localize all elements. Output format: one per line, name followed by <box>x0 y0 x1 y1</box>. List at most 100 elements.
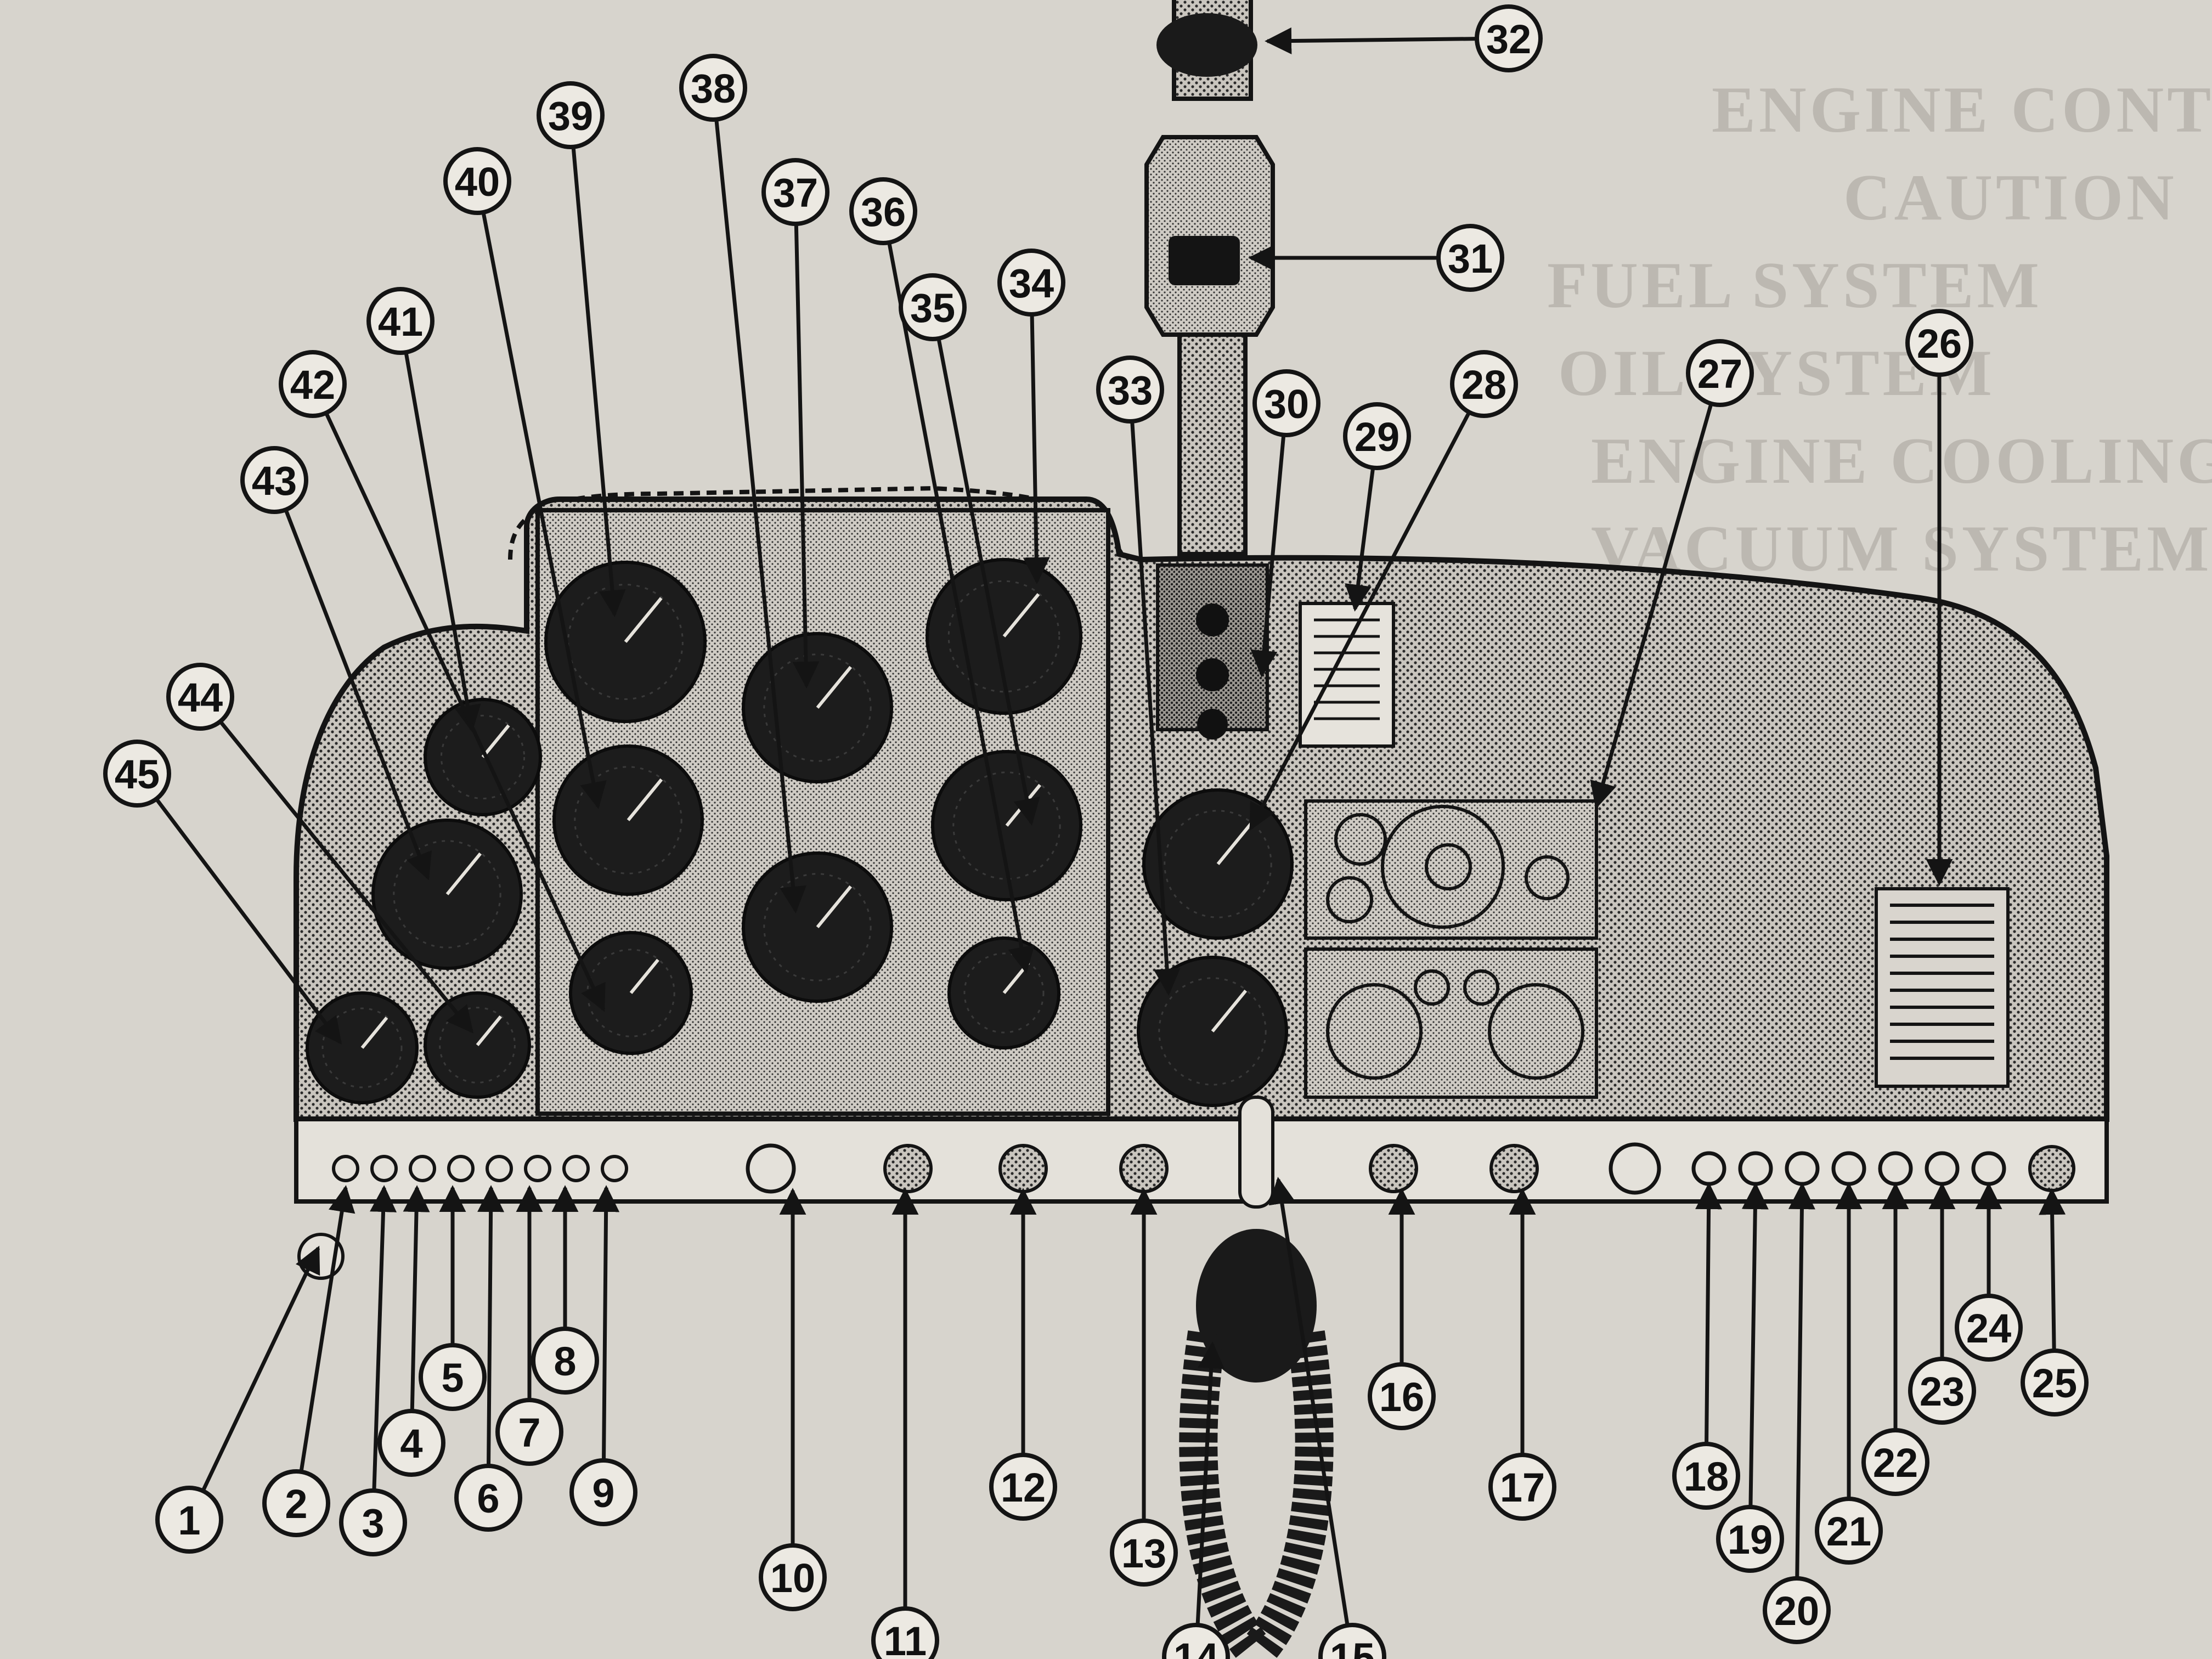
callout-19: 19 <box>1716 1505 1784 1573</box>
callout-38: 38 <box>679 54 747 122</box>
leader-line-38 <box>714 119 806 913</box>
callout-circle <box>997 249 1065 317</box>
toggle-switch-3[interactable] <box>409 1155 436 1182</box>
callout-circle <box>1908 1357 1976 1425</box>
leader-line-36 <box>887 242 1035 974</box>
toggle-switch-5[interactable] <box>486 1155 513 1182</box>
callout-label: 1 <box>178 1498 200 1543</box>
control-knob-6[interactable] <box>2028 1145 2075 1192</box>
callout-43: 43 <box>240 446 308 514</box>
callout-circle <box>1096 356 1164 424</box>
compass-mast <box>1144 0 1275 556</box>
toggle-switch-8[interactable] <box>601 1155 628 1182</box>
toggle-switch-2[interactable] <box>370 1155 398 1182</box>
callout-8: 8 <box>531 1327 599 1395</box>
leader-line-25 <box>2039 1188 2066 1351</box>
leader-line-1 <box>201 1245 320 1492</box>
toggle-switch-4[interactable] <box>447 1155 475 1182</box>
callout-label: 34 <box>1009 261 1054 306</box>
warning-light-3 <box>1197 709 1228 740</box>
callout-label: 26 <box>1917 321 1962 366</box>
callout-26: 26 <box>1905 309 1973 377</box>
callout-37: 37 <box>761 158 830 226</box>
leader-line-2 <box>299 1185 356 1472</box>
control-knob-2[interactable] <box>998 1144 1048 1193</box>
circuit-breaker-7[interactable] <box>1971 1151 2006 1186</box>
toggle-switch-6[interactable] <box>524 1155 551 1182</box>
callout-circle <box>1368 1362 1436 1430</box>
callout-14: 14 <box>1162 1623 1230 1659</box>
callout-label: 37 <box>773 170 818 216</box>
callout-10: 10 <box>759 1543 827 1611</box>
leader-line-28 <box>1249 411 1471 831</box>
callout-16: 16 <box>1368 1362 1436 1430</box>
callout-label: 5 <box>441 1355 464 1401</box>
callout-30: 30 <box>1252 369 1321 437</box>
gauge-44 <box>424 991 531 1099</box>
gauge-33 <box>1137 956 1288 1107</box>
callout-label: 30 <box>1264 381 1309 427</box>
callout-4: 4 <box>377 1409 445 1477</box>
callout-circle <box>339 1488 407 1556</box>
callout-circle <box>377 1409 445 1477</box>
leader-line-3 <box>370 1185 397 1491</box>
circuit-breaker-6[interactable] <box>1925 1151 1960 1186</box>
callout-circle <box>1162 1623 1230 1659</box>
circuit-breaker-3[interactable] <box>1785 1151 1820 1186</box>
callout-circle <box>1436 224 1504 292</box>
callout-21: 21 <box>1815 1497 1883 1565</box>
callout-circle <box>366 287 435 355</box>
control-knob-1[interactable] <box>883 1144 933 1193</box>
gauge-36 <box>947 936 1060 1049</box>
microphone[interactable] <box>1196 1229 1317 1383</box>
control-knob-3[interactable] <box>1119 1144 1169 1193</box>
callout-circle <box>454 1464 522 1532</box>
callout-11: 11 <box>871 1606 939 1659</box>
engine-unit-lower-dial-1 <box>1326 983 1423 1080</box>
callout-label: 2 <box>285 1481 307 1527</box>
leader-line-30 <box>1250 435 1286 678</box>
callout-circle <box>1450 350 1518 418</box>
engine-unit-lower-dial-4 <box>1463 969 1499 1006</box>
callout-29: 29 <box>1343 402 1411 470</box>
circuit-breaker-1[interactable] <box>1691 1151 1726 1186</box>
callout-40: 40 <box>443 147 511 215</box>
callout-circle <box>1763 1576 1831 1644</box>
callout-label: 27 <box>1697 351 1742 397</box>
switches-layer <box>297 1096 2075 1658</box>
callout-circle <box>1343 402 1411 470</box>
callout-circle <box>569 1458 637 1526</box>
primer-knob[interactable] <box>746 1143 796 1194</box>
callout-22: 22 <box>1861 1428 1929 1496</box>
callout-label: 45 <box>115 752 160 797</box>
circuit-breaker-4[interactable] <box>1831 1151 1866 1186</box>
engine-unit-dial-5 <box>1425 843 1472 890</box>
round-button[interactable] <box>1609 1142 1661 1195</box>
gauge-41-lower <box>569 931 693 1055</box>
engine-unit-dial-2 <box>1326 876 1373 923</box>
callout-circle <box>155 1486 223 1554</box>
circuit-breaker-2[interactable] <box>1738 1151 1773 1186</box>
toggle-switch-7[interactable] <box>562 1155 590 1182</box>
callout-label: 19 <box>1728 1517 1773 1562</box>
callout-label: 41 <box>378 299 423 345</box>
toggle-switch-1[interactable] <box>332 1155 359 1182</box>
gauge-41 <box>424 698 542 816</box>
callout-circle <box>2021 1348 2089 1417</box>
callout-15: 15 <box>1318 1623 1386 1659</box>
callout-label: 7 <box>518 1410 540 1455</box>
callout-label: 39 <box>548 93 593 139</box>
callout-label: 10 <box>770 1555 815 1601</box>
callout-circle <box>761 158 830 226</box>
leader-line-20 <box>1788 1182 1815 1579</box>
control-knob-4[interactable] <box>1369 1144 1418 1193</box>
callout-circle <box>495 1398 563 1466</box>
gauge-34 <box>926 558 1082 715</box>
ghost-line-1: ENGINE CONTROL <box>1712 73 2212 146</box>
leader-line-40 <box>481 212 607 809</box>
leader-lines <box>155 27 2066 1626</box>
circuit-breaker-5[interactable] <box>1878 1151 1913 1186</box>
control-knob-5[interactable] <box>1489 1144 1539 1193</box>
